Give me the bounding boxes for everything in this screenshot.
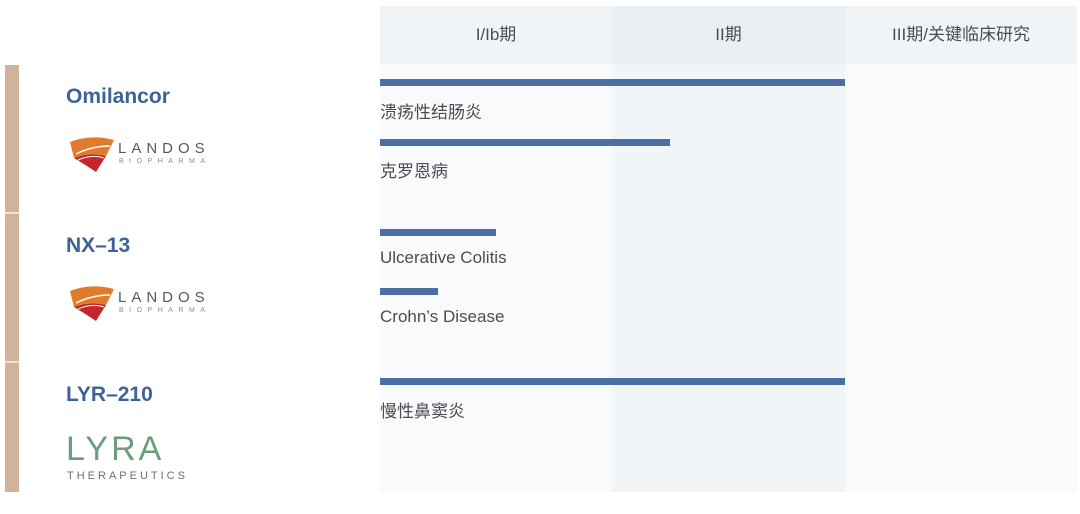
phase2-header: II期 xyxy=(612,6,845,64)
row-divider xyxy=(5,361,19,363)
landos-wordmark: LANDOS xyxy=(118,289,210,306)
lyra-wordmark: LYRA xyxy=(66,430,165,468)
row-accent-bar xyxy=(5,65,19,492)
drug-name-lyr210: LYR–210 xyxy=(66,383,153,406)
landos-logo: LANDOS BIOPHARMA xyxy=(66,134,216,176)
landos-subtext: BIOPHARMA xyxy=(119,158,211,165)
indication-label: Ulcerative Colitis xyxy=(380,248,507,267)
lyra-logo: LYRA THERAPEUTICS xyxy=(66,430,216,482)
progress-bar-ulcerative-colitis-nx13 xyxy=(380,229,496,236)
landos-mark-icon xyxy=(70,137,114,172)
progress-bar-chronic-sinusitis-lyr210 xyxy=(380,378,845,385)
progress-bar-ulcerative-colitis-omilancor xyxy=(380,79,845,86)
progress-bar-crohns-nx13 xyxy=(380,288,438,295)
phase2-column xyxy=(612,6,845,492)
drug-name-omilancor: Omilancor xyxy=(66,85,170,108)
indication-label: 克罗恩病 xyxy=(380,162,448,181)
phase3-column xyxy=(845,6,1077,492)
landos-logo: LANDOS BIOPHARMA xyxy=(66,283,216,325)
landos-wordmark: LANDOS xyxy=(118,140,210,157)
phase-header: I/Ib期 II期 III期/关键临床研究 xyxy=(380,6,1077,64)
phase1-column xyxy=(380,6,612,492)
progress-bar-crohns-omilancor xyxy=(380,139,670,146)
lyra-subtext: THERAPEUTICS xyxy=(67,470,188,482)
indication-label: 溃疡性结肠炎 xyxy=(380,103,482,122)
indication-label: Crohn’s Disease xyxy=(380,307,505,326)
drug-name-nx13: NX–13 xyxy=(66,234,131,257)
landos-mark-icon xyxy=(70,286,114,321)
phase3-header: III期/关键临床研究 xyxy=(845,6,1077,64)
row-divider xyxy=(5,212,19,214)
landos-subtext: BIOPHARMA xyxy=(119,307,211,314)
phase1-header: I/Ib期 xyxy=(380,6,612,64)
indication-label: 慢性鼻窦炎 xyxy=(380,402,465,421)
